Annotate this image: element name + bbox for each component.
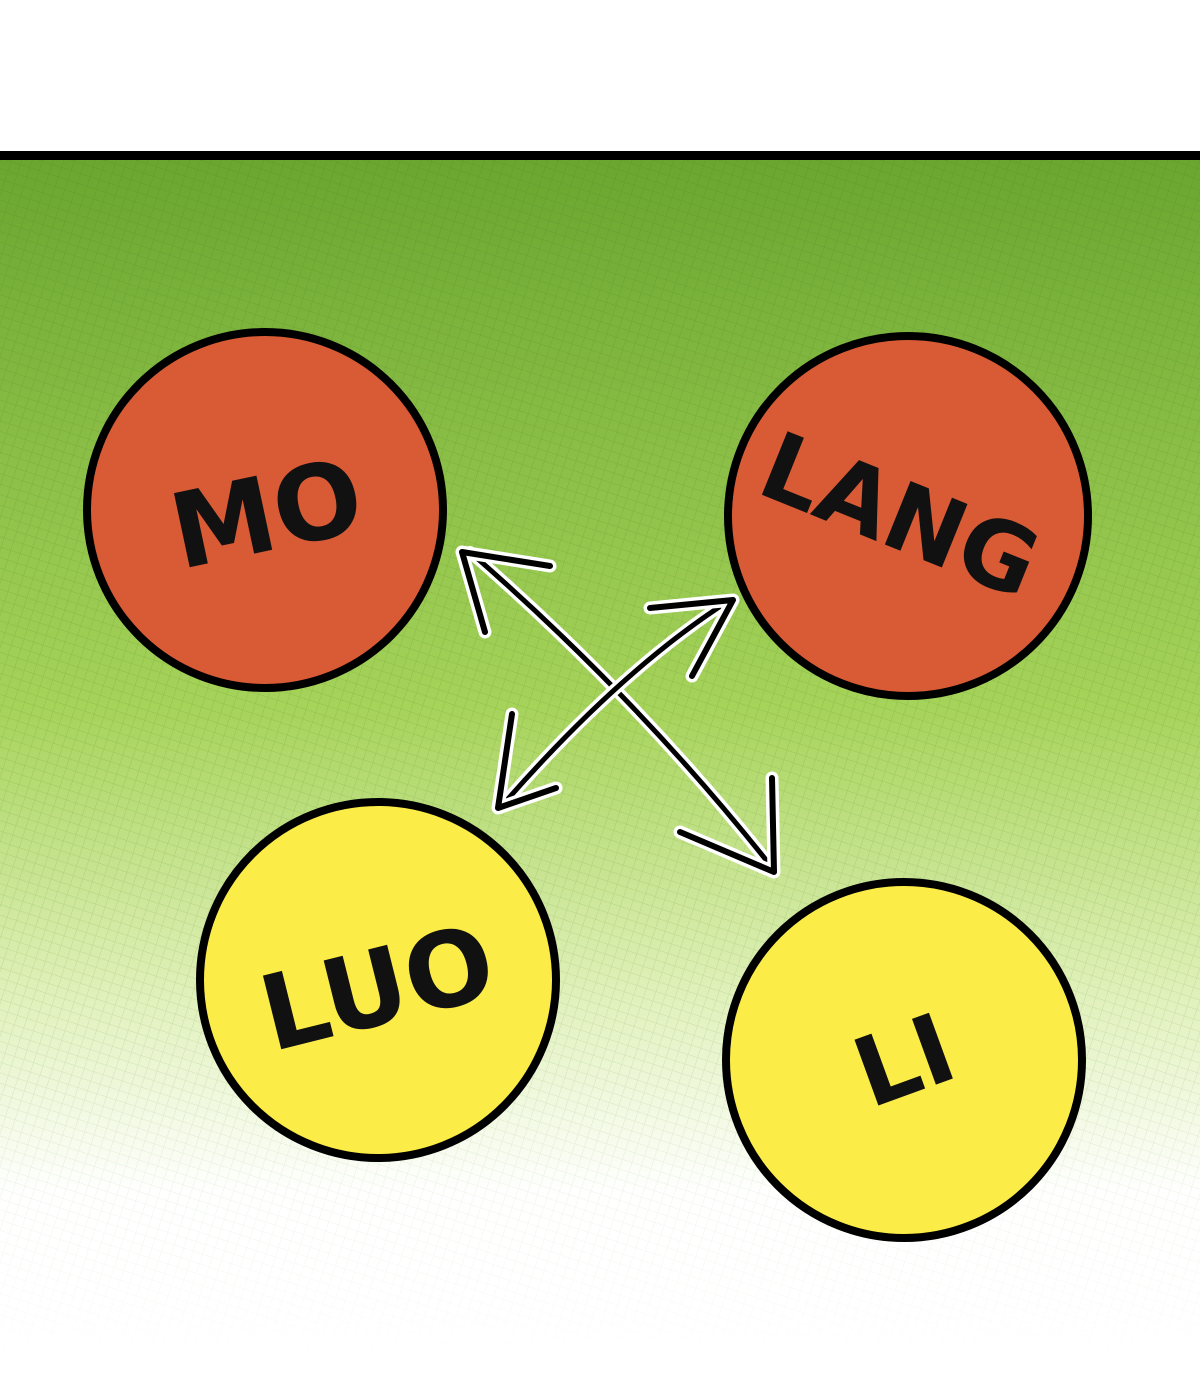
node-lang: LANG <box>724 332 1092 700</box>
node-li-circle <box>722 878 1086 1242</box>
node-mo: MO <box>83 328 447 692</box>
node-li: LI <box>722 878 1086 1242</box>
arrow-lang-luo <box>491 593 740 815</box>
node-mo-circle <box>83 328 447 692</box>
panel-border <box>0 151 1200 160</box>
node-luo: LUO <box>196 798 560 1162</box>
arrow-mo-li <box>455 545 781 879</box>
top-margin <box>0 0 1200 152</box>
node-luo-circle <box>196 798 560 1162</box>
node-lang-circle <box>724 332 1092 700</box>
